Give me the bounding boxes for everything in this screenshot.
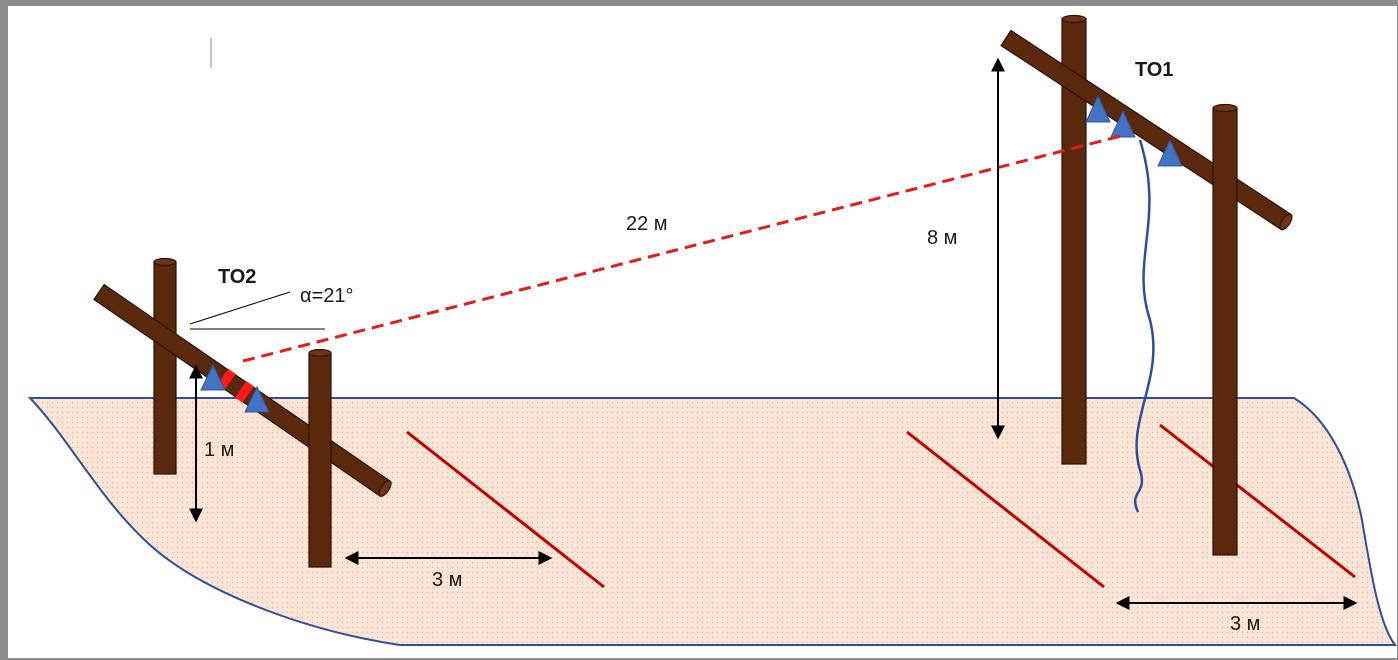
label-height-right: 8 м [927, 227, 957, 249]
ground-mark-right-2 [1159, 423, 1356, 579]
label-support-right: ТО1 [1135, 59, 1173, 81]
ground-area [27, 397, 1397, 646]
insulator-left-1 [200, 363, 226, 391]
pole-right-front-top [1212, 103, 1238, 113]
label-angle: α=21° [300, 285, 354, 307]
label-offset-left: 3 м [432, 569, 462, 591]
pole-left-back-top [153, 257, 177, 267]
label-support-left: ТО2 [218, 266, 256, 288]
insulator-right-2 [1110, 109, 1136, 138]
label-offset-right: 3 м [1230, 613, 1260, 635]
pole-right-front [1212, 107, 1238, 556]
angle-reference-slant [189, 291, 291, 325]
pole-left-front-top [308, 348, 332, 358]
pole-right-back-top [1061, 14, 1087, 24]
insulator-left-2 [244, 385, 270, 413]
label-height-left: 1 м [204, 439, 234, 461]
pole-left-front [308, 352, 332, 568]
insulator-right-3 [1157, 138, 1183, 167]
insulator-right-1 [1085, 94, 1111, 123]
ground-mark-right-1 [906, 430, 1105, 589]
support-left [93, 257, 392, 568]
hanging-wire [1133, 139, 1155, 513]
support-right [1000, 14, 1293, 556]
label-span: 22 м [626, 213, 668, 235]
ground-mark-left [406, 430, 605, 589]
pole-left-back [153, 261, 177, 475]
conductor-clamp-2 [235, 381, 254, 403]
span-wire-dashed [242, 133, 1126, 363]
